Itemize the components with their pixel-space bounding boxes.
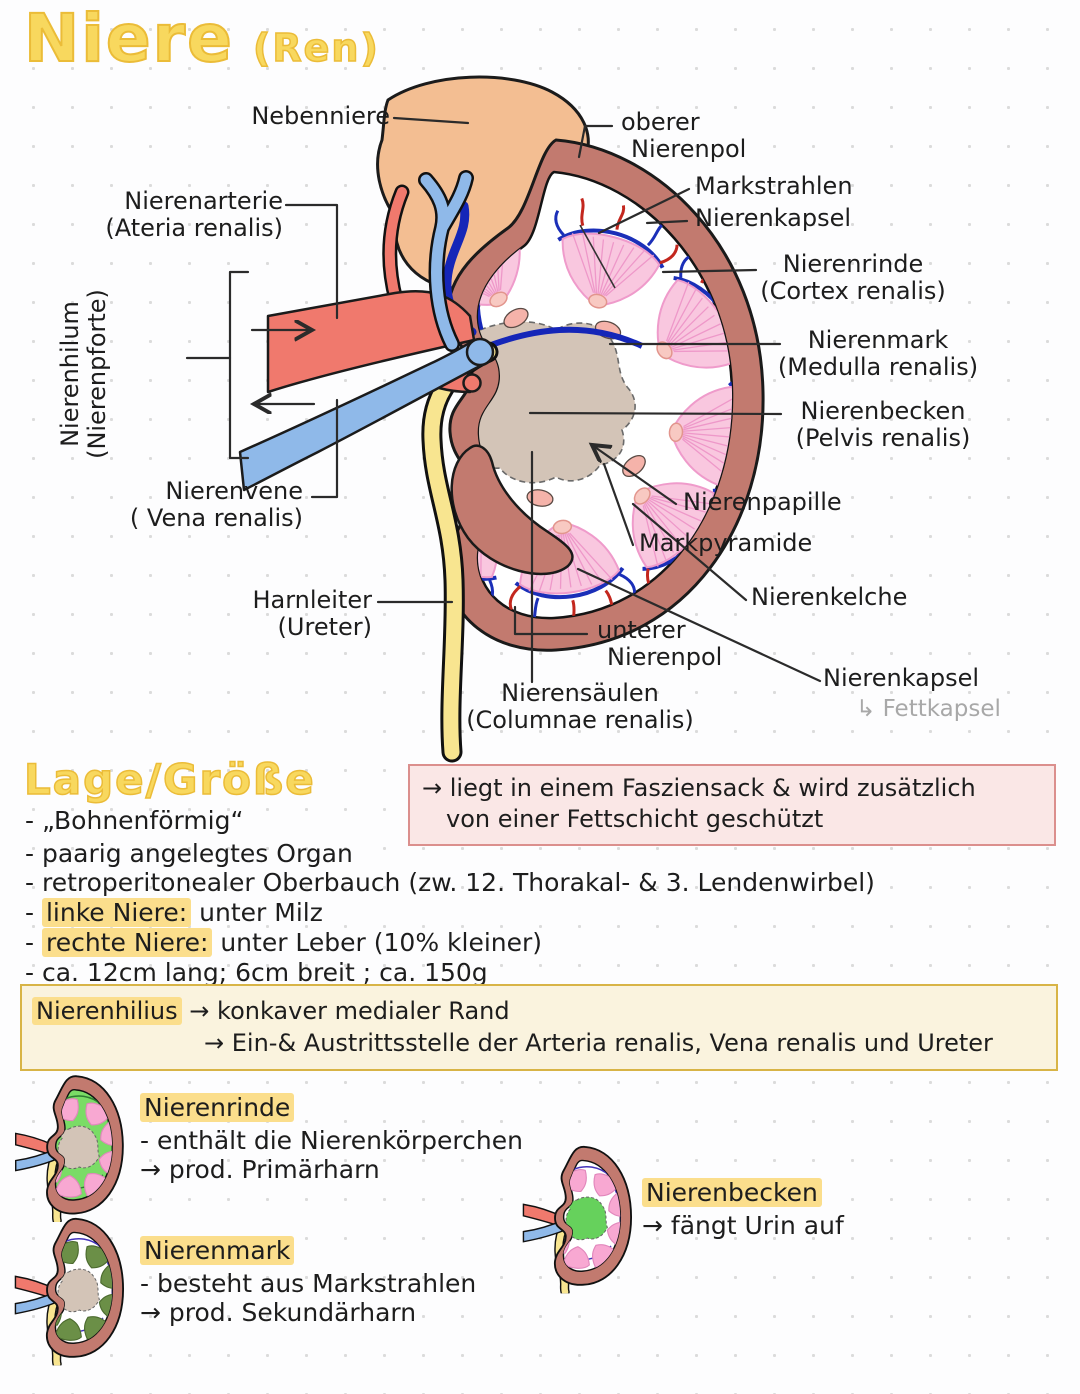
label-markstrahlen: Markstrahlen bbox=[695, 172, 853, 200]
label-nierenhilum: Nierenhilum(Nierenpforte) bbox=[56, 289, 111, 459]
markstrahl-line bbox=[579, 224, 616, 289]
mark-line-2: → prod. Sekundärharn bbox=[140, 1298, 417, 1327]
bullet-retroperitoneal: - retroperitonealer Oberbauch (zw. 12. T… bbox=[25, 868, 875, 897]
page-title: Niere (Ren) bbox=[23, 0, 380, 78]
mark-line-1: - besteht aus Markstrahlen bbox=[140, 1269, 477, 1298]
label-harnleiter: Harnleiter(Ureter) bbox=[252, 586, 372, 641]
bullet-masse: - ca. 12cm lang; 6cm breit ; ca. 150g bbox=[25, 958, 488, 987]
fasziensack-note-box: → liegt in einem Fasziensack & wird zusä… bbox=[408, 764, 1056, 846]
mini-kidney-nierenbecken bbox=[522, 1142, 644, 1294]
renal-artery-shape bbox=[266, 184, 482, 394]
label-nierenpapille: Nierenpapille bbox=[683, 488, 842, 516]
connector-lines bbox=[185, 116, 822, 684]
label-nierenkapsel-bottom: Nierenkapsel bbox=[823, 664, 980, 692]
label-markpyramide: Markpyramide bbox=[639, 529, 813, 557]
block-nierenbecken: Nierenbecken → fängt Urin auf bbox=[642, 1178, 844, 1240]
mini-kidney-nierenrinde bbox=[14, 1072, 136, 1222]
becken-line-1: → fängt Urin auf bbox=[642, 1211, 844, 1240]
page-title-main: Niere bbox=[23, 0, 234, 78]
mini-kidney-nierenmark bbox=[14, 1214, 136, 1366]
label-nebenniere: Nebenniere bbox=[251, 102, 390, 130]
arcuate-vein bbox=[477, 326, 644, 353]
bullet-linke-niere: - linke Niere: unter Milz bbox=[25, 898, 323, 927]
label-nierenkelche: Nierenkelche bbox=[751, 583, 908, 611]
renal-vein-shape bbox=[238, 170, 495, 492]
term-nierenrinde: Nierenrinde bbox=[140, 1093, 295, 1122]
page-title-sub: (Ren) bbox=[252, 25, 380, 71]
bullet-paarig: - paarig angelegtes Organ bbox=[25, 839, 353, 868]
rinde-line-2: → prod. Primärharn bbox=[140, 1155, 380, 1184]
label-nierensaeulen: Nierensäulen(Columnae renalis) bbox=[466, 679, 694, 734]
label-nierenbecken: Nierenbecken(Pelvis renalis) bbox=[795, 397, 971, 452]
rinde-line-1: - enthält die Nierenkörperchen bbox=[140, 1126, 523, 1155]
label-nierenkapsel-top: Nierenkapsel bbox=[695, 204, 852, 232]
hilum-capsule-fold bbox=[450, 444, 574, 576]
ureter-shape bbox=[421, 341, 499, 763]
hilus-line-1: Nierenhilius → konkaver medialer Rand bbox=[32, 995, 1046, 1027]
hilus-term: Nierenhilius bbox=[32, 997, 182, 1025]
block-nierenmark: Nierenmark - besteht aus Markstrahlen → … bbox=[140, 1236, 476, 1327]
hilus-line-2: → Ein-& Austrittsstelle der Arteria rena… bbox=[204, 1029, 993, 1057]
label-nierenarterie: Nierenarterie(Ateria renalis) bbox=[105, 187, 283, 242]
label-nierenvene: Nierenvene( Vena renalis) bbox=[129, 477, 303, 532]
kidney-diagram-illustration bbox=[185, 75, 822, 763]
term-nierenbecken: Nierenbecken bbox=[642, 1178, 822, 1207]
note-line-1: → liegt in einem Fasziensack & wird zusä… bbox=[422, 774, 976, 802]
section-heading-lage-groesse: Lage/Größe bbox=[23, 754, 316, 805]
note-line-2: von einer Fettschicht geschützt bbox=[446, 805, 824, 833]
term-nierenmark: Nierenmark bbox=[140, 1236, 295, 1265]
block-nierenrinde: Nierenrinde - enthält die Nierenkörperch… bbox=[140, 1093, 523, 1184]
label-fettkapsel: ↳ Fettkapsel bbox=[856, 696, 1001, 722]
nierenhilus-box: Nierenhilius → konkaver medialer Rand → … bbox=[20, 984, 1058, 1071]
renal-pelvis-shape bbox=[477, 320, 636, 484]
label-nierenrinde: Nierenrinde(Cortex renalis) bbox=[760, 250, 946, 305]
bullet-rechte-niere: - rechte Niere: unter Leber (10% kleiner… bbox=[25, 928, 543, 957]
label-nierenmark: Nierenmark(Medulla renalis) bbox=[777, 326, 979, 381]
bullet-bohnenfoermig: - „Bohnenförmig“ bbox=[25, 806, 244, 835]
